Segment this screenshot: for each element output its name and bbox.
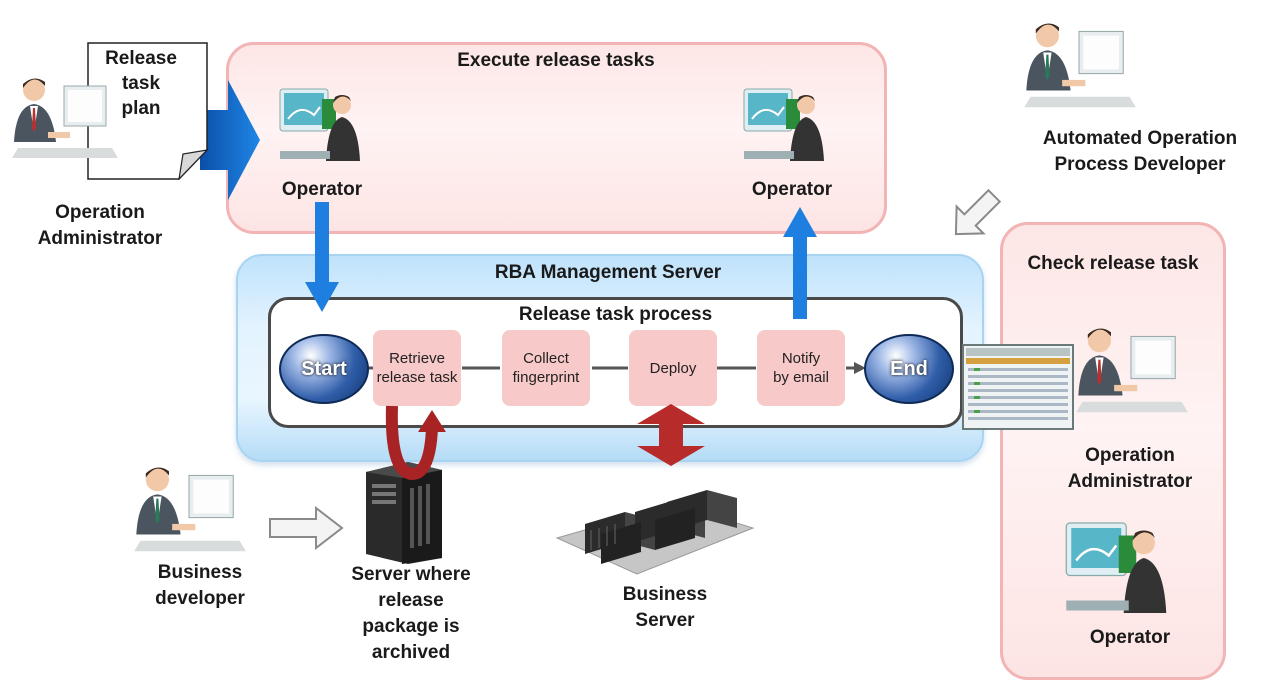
dashboard-screen-icon xyxy=(962,344,1074,430)
execute-release-tasks-title: Execute release tasks xyxy=(457,50,655,71)
notify-to-operator-arrow xyxy=(783,207,817,319)
step-deploy: Deploy xyxy=(629,330,717,406)
business-developer-label: Business developer xyxy=(155,562,245,609)
automated-operation-developer-label: Automated Operation Process Developer xyxy=(1042,128,1238,175)
business-server-label: Business Server xyxy=(622,584,708,631)
person-at-desk-icon xyxy=(12,78,118,158)
operator-monitor-icon xyxy=(279,88,360,161)
rack-servers-icon xyxy=(555,490,755,575)
deploy-business-server-arrow xyxy=(637,404,705,466)
start-node: Start xyxy=(279,334,369,404)
developer-to-archive-arrow xyxy=(269,506,344,550)
developer-to-server-arrow xyxy=(954,188,1002,236)
end-node: End xyxy=(864,334,954,404)
operator-to-start-arrow xyxy=(305,202,339,312)
check-release-task-title: Check release task xyxy=(1027,253,1199,274)
plan-to-execute-arrow xyxy=(200,80,260,200)
operation-administrator-label: Operation Administrator xyxy=(37,202,163,249)
person-at-desk-icon xyxy=(1076,328,1188,413)
person-at-desk-icon xyxy=(1024,23,1136,108)
operator-monitor-icon xyxy=(1065,522,1167,613)
retrieve-archive-loop-arrow xyxy=(385,405,446,481)
operator-monitor-icon xyxy=(743,88,824,161)
archive-server-label: Server where release package is archived xyxy=(351,564,471,663)
operator-left-label: Operator xyxy=(281,179,363,200)
operator-right-label: Operator xyxy=(751,179,833,200)
process-flow-lines xyxy=(360,362,866,374)
rba-management-server-title: RBA Management Server xyxy=(494,262,722,283)
check-operator-label: Operator xyxy=(1089,627,1171,648)
release-task-process-title: Release task process xyxy=(518,304,713,325)
person-at-desk-icon xyxy=(134,467,246,552)
release-task-plan-label: Release task plan xyxy=(105,48,177,119)
check-operation-administrator-label: Operation Administrator xyxy=(1067,445,1193,492)
